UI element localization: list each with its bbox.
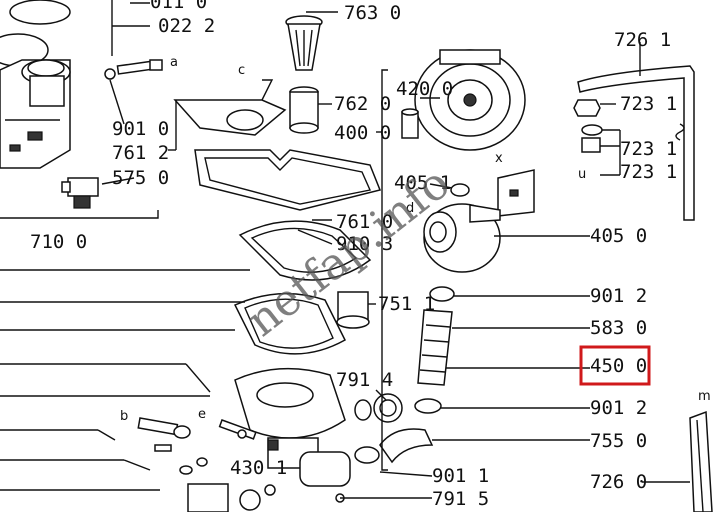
label-9012: 901 2 xyxy=(590,285,647,307)
pin-part-e xyxy=(218,419,257,440)
label-0222: 022 2 xyxy=(158,15,215,37)
letter-b: b xyxy=(120,409,128,424)
washer-part xyxy=(450,183,470,197)
pump-part xyxy=(423,203,501,273)
nut-parts xyxy=(573,99,603,153)
label-4500: 450 0 xyxy=(590,355,647,377)
label-7260: 726 0 xyxy=(590,471,647,493)
label-5750: 575 0 xyxy=(112,167,169,189)
bracket-part xyxy=(173,79,287,136)
hose-part xyxy=(417,309,453,386)
oval-gasket-1 xyxy=(238,220,372,281)
label-7231b: 723 1 xyxy=(620,138,677,160)
part-labels: 011 0 022 2 763 0 726 1 420 0 762 0 400 … xyxy=(30,0,677,510)
label-4051: 405 1 xyxy=(394,172,451,194)
label-7612: 761 2 xyxy=(112,142,169,164)
label-4050: 405 0 xyxy=(590,225,647,247)
connector-part xyxy=(267,439,279,451)
outlet-pipe-upper xyxy=(577,65,695,221)
label-9011: 901 1 xyxy=(432,465,489,487)
label-7914: 791 4 xyxy=(336,369,393,391)
label-7231: 723 1 xyxy=(620,93,677,115)
cylinder-filter-part xyxy=(289,86,319,134)
letter-d: d xyxy=(406,201,414,216)
label-9103: 910 3 xyxy=(336,233,393,255)
cup-part xyxy=(336,291,370,329)
screw-part-a xyxy=(104,59,163,80)
switch-part xyxy=(61,177,99,209)
letter-callouts: a c x d b e m u xyxy=(120,55,711,424)
leader-lines xyxy=(0,0,690,499)
clamp-lower xyxy=(414,398,442,414)
label-7100: 710 0 xyxy=(30,231,87,253)
letter-m: m xyxy=(698,389,711,404)
clamp-bottom xyxy=(354,446,380,464)
filter-part xyxy=(285,15,323,71)
x-bracket-part xyxy=(497,169,535,217)
label-7550: 755 0 xyxy=(590,430,647,452)
label-4301: 430 1 xyxy=(230,457,287,479)
elbow-part xyxy=(379,428,434,464)
label-4200: 420 0 xyxy=(396,78,453,100)
capacitor-part xyxy=(401,108,419,139)
tank-part xyxy=(299,451,351,487)
label-011: 011 0 xyxy=(150,0,207,13)
label-7261: 726 1 xyxy=(614,29,671,51)
letter-e: e xyxy=(198,407,206,422)
label-5830: 583 0 xyxy=(590,317,647,339)
motor-part xyxy=(414,49,526,151)
letter-a: a xyxy=(170,55,178,70)
label-7620: 762 0 xyxy=(334,93,391,115)
letter-x: x xyxy=(495,151,503,166)
outlet-pipe-lower xyxy=(689,410,713,512)
label-9012b: 901 2 xyxy=(590,397,647,419)
label-4000: 400 0 xyxy=(334,122,391,144)
top-gasket xyxy=(194,149,382,211)
label-7231c: 723 1 xyxy=(620,161,677,183)
label-7915: 791 5 xyxy=(432,488,489,510)
letter-c: c xyxy=(238,63,245,78)
boiler-housing xyxy=(0,0,71,169)
label-9010: 901 0 xyxy=(112,118,169,140)
clamp-upper xyxy=(429,286,455,302)
grommet-part xyxy=(354,393,403,423)
oval-gasket-2 xyxy=(233,292,346,355)
letter-u: u xyxy=(578,167,586,182)
label-7511: 751 1 xyxy=(378,293,435,315)
label-7630: 763 0 xyxy=(344,2,401,24)
valve-part xyxy=(187,483,276,512)
label-7610: 761 0 xyxy=(336,211,393,233)
hose-fitting-b xyxy=(137,417,208,475)
highlight-box xyxy=(579,345,651,386)
